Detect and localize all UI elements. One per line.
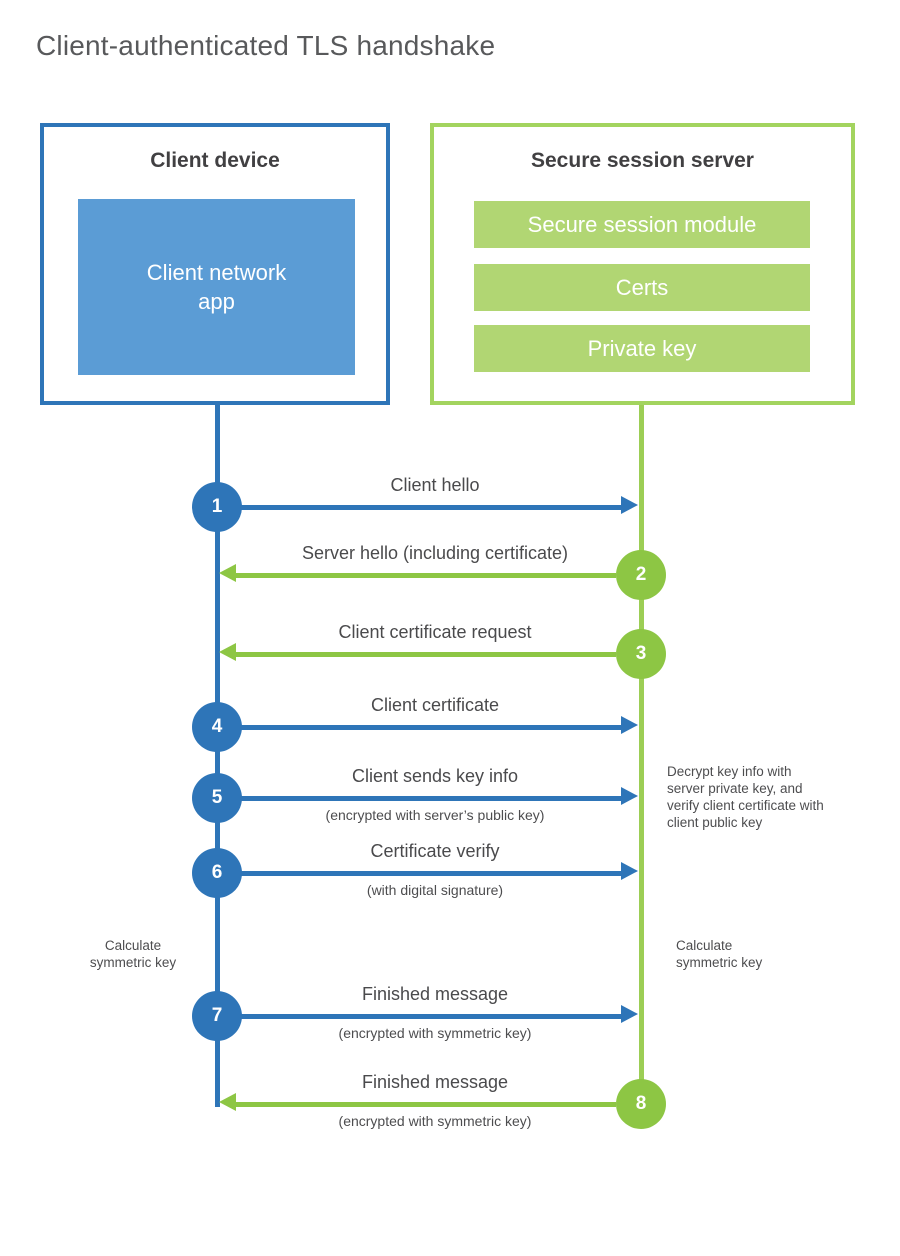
step-sublabel: (encrypted with symmetric key) — [338, 1113, 532, 1129]
arrow-shaft — [241, 505, 622, 510]
client-network-app-label: Client network app — [146, 260, 287, 314]
step-number-badge: 2 — [616, 550, 666, 600]
step-number-badge: 4 — [192, 702, 242, 752]
step-number-badge: 6 — [192, 848, 242, 898]
client-device-title: Client device — [150, 149, 280, 172]
step-label: Client certificate — [370, 695, 500, 715]
server-module-private-key: Private key — [474, 325, 810, 372]
arrow-left-icon — [219, 643, 236, 661]
calculate-symmetric-key-note-server: Calculate symmetric key — [676, 938, 763, 970]
arrow-right-icon — [621, 862, 638, 880]
page-title: Client-authenticated TLS handshake — [36, 30, 496, 61]
arrow-right-icon — [621, 1005, 638, 1023]
step-sublabel: (with digital signature) — [366, 882, 504, 898]
arrow-right-icon — [621, 496, 638, 514]
step-number-badge: 3 — [616, 629, 666, 679]
step-sublabel: (encrypted with server’s public key) — [325, 807, 545, 823]
server-module-secure-session: Secure session module — [474, 201, 810, 248]
client-lifeline — [215, 405, 220, 1107]
server-lifeline — [639, 405, 644, 1095]
arrow-shaft — [236, 1102, 616, 1107]
arrow-right-icon — [621, 787, 638, 805]
step-label: Finished message — [361, 1072, 509, 1092]
step-number-badge: 5 — [192, 773, 242, 823]
arrow-left-icon — [219, 564, 236, 582]
arrow-shaft — [241, 1014, 622, 1019]
step-label: Client certificate request — [338, 622, 532, 642]
arrow-shaft — [241, 871, 622, 876]
step-number-badge: 8 — [616, 1079, 666, 1129]
decrypt-key-note: Decrypt key info with server private key… — [667, 764, 824, 830]
server-module-certs: Certs — [474, 264, 810, 311]
arrow-left-icon — [219, 1093, 236, 1111]
step-label: Certificate verify — [370, 841, 500, 861]
step-number-badge: 7 — [192, 991, 242, 1041]
calculate-symmetric-key-note-client: Calculate symmetric key — [89, 938, 177, 970]
step-label: Client sends key info — [351, 766, 519, 786]
step-sublabel: (encrypted with symmetric key) — [338, 1025, 532, 1041]
arrow-right-icon — [621, 716, 638, 734]
step-label: Server hello (including certificate) — [301, 543, 569, 563]
step-number-badge: 1 — [192, 482, 242, 532]
arrow-shaft — [236, 573, 616, 578]
arrow-shaft — [236, 652, 616, 657]
secure-session-server-title: Secure session server — [531, 149, 754, 172]
step-label: Finished message — [361, 984, 509, 1004]
step-label: Client hello — [390, 475, 480, 495]
arrow-shaft — [241, 725, 622, 730]
arrow-shaft — [241, 796, 622, 801]
client-network-app-box: Client network app — [78, 199, 355, 375]
